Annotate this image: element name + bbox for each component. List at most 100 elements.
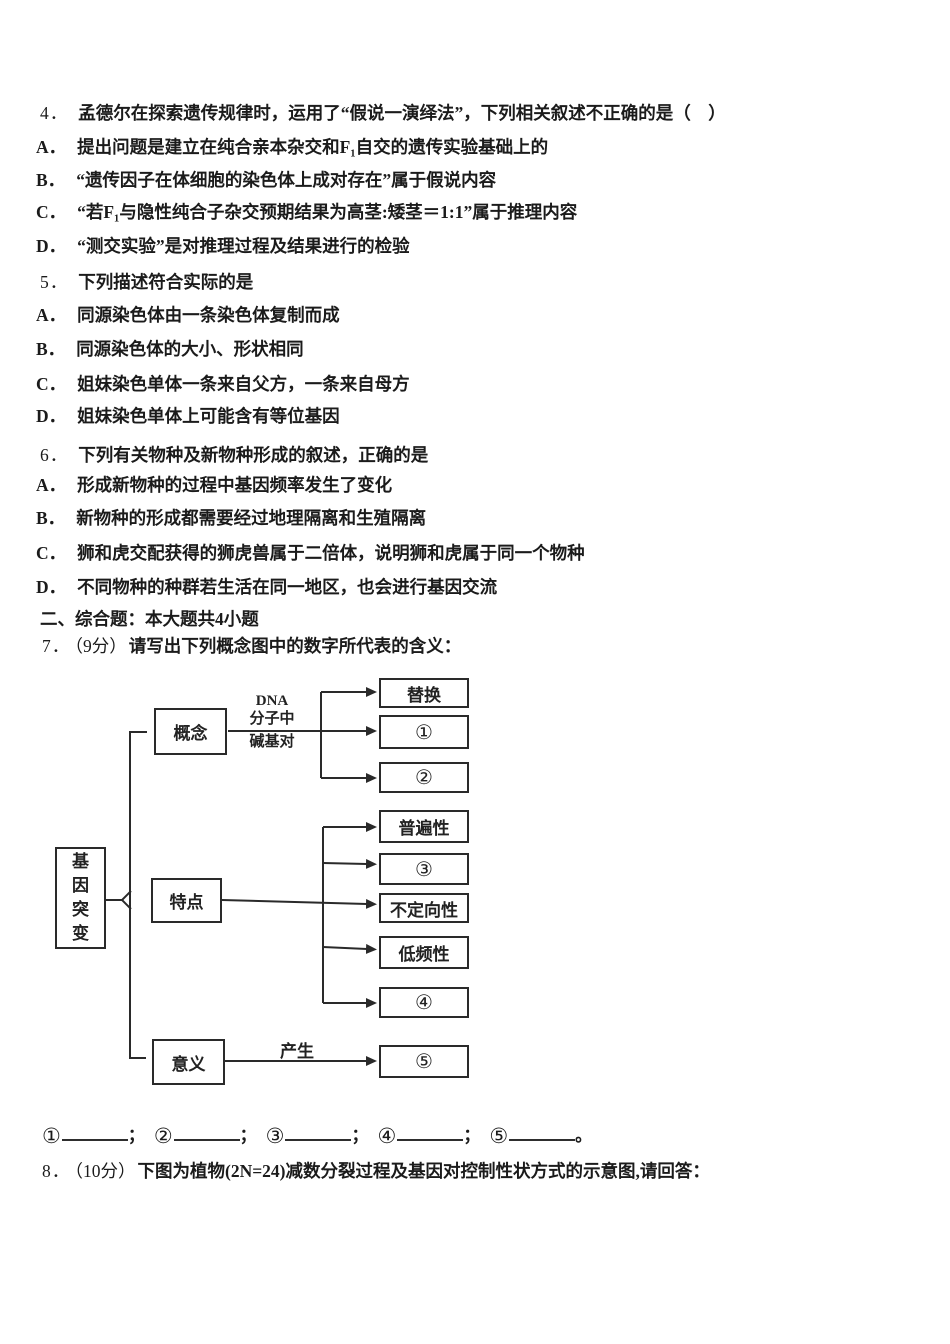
- arrow-to-lowfrequency: [322, 943, 377, 954]
- question-7-score: （9分）: [74, 636, 127, 656]
- separator: 。: [575, 1126, 593, 1145]
- leaf-4-label: ④: [415, 992, 433, 1014]
- option-label: B．: [36, 508, 66, 528]
- leaf-5-label: ⑤: [415, 1051, 433, 1073]
- leaf-substitution-label: 替换: [407, 685, 441, 705]
- question-8-stem-line: 8．（10分）下图为植物(2N=24)减数分裂过程及基因对控制性状方式的示意图,…: [42, 1160, 710, 1182]
- blank-2-number: ②: [153, 1124, 173, 1148]
- question-5-option-b: B． 同源染色体的大小、形状相同: [36, 338, 304, 360]
- produce-edge-label: 产生: [280, 1042, 314, 1061]
- option-text: 提出问题是建立在纯合亲本杂交和F₁自交的遗传实验基础上的: [77, 137, 549, 157]
- option-text: 新物种的形成都需要经过地理隔离和生殖隔离: [76, 508, 427, 528]
- leaf-nondirectional-box: 不定向性: [379, 893, 469, 923]
- separator: ；: [239, 1126, 257, 1145]
- option-text: 狮和虎交配获得的狮虎兽属于二倍体，说明狮和虎属于同一个物种: [77, 543, 585, 563]
- question-5-option-a: A． 同源染色体由一条染色体复制而成: [36, 304, 340, 326]
- question-4-stem-line: 4．孟德尔在探索遗传规律时，运用了“假说一演绎法”，下列相关叙述不正确的是（ ）: [40, 102, 726, 124]
- question-5-stem: 下列描述符合实际的是: [78, 272, 254, 292]
- option-label: A．: [36, 475, 67, 495]
- option-text: 姐妹染色单体上可能含有等位基因: [77, 406, 340, 426]
- question-6-option-b: B． 新物种的形成都需要经过地理隔离和生殖隔离: [36, 507, 426, 529]
- question-4-option-c: C． “若F₁与隐性纯合子杂交预期结果为高茎:矮茎＝1:1”属于推理内容: [36, 201, 577, 223]
- question-8-score: （10分）: [74, 1161, 136, 1181]
- dna-edge-label: DNA 分子中 碱基对: [240, 692, 304, 751]
- option-label: D．: [36, 236, 67, 256]
- option-text: “测交实验”是对推理过程及结果进行的检验: [77, 236, 410, 256]
- blank-2-underline: [173, 1124, 240, 1141]
- option-text: “遗传因子在体细胞的染色体上成对存在”属于假说内容: [76, 170, 497, 190]
- leaf-2-box: ②: [379, 762, 469, 793]
- separator: ；: [463, 1126, 481, 1145]
- section-header: 二、综合题：本大题共4小题: [40, 608, 259, 630]
- question-5-option-c: C． 姐妹染色单体一条来自父方，一条来自母方: [36, 373, 410, 395]
- blank-group-4: ④；: [377, 1124, 489, 1148]
- leaf-lowfrequency-box: 低频性: [379, 936, 469, 969]
- blank-group-2: ②；: [153, 1124, 266, 1148]
- blank-1-underline: [61, 1124, 128, 1141]
- blank-4-number: ④: [377, 1124, 397, 1148]
- leaf-3-label: ③: [415, 858, 433, 881]
- dna-edge-label-line1: DNA: [255, 693, 289, 709]
- question-8-stem: 下图为植物(2N=24)减数分裂过程及基因对控制性状方式的示意图,请回答：: [137, 1161, 710, 1181]
- leaf-lowfrequency-label: 低频性: [398, 945, 450, 964]
- option-label: C．: [36, 374, 67, 394]
- leaf-1-box: ①: [379, 715, 469, 749]
- question-7-number: 7．: [42, 636, 71, 656]
- blank-5-number: ⑤: [489, 1124, 509, 1148]
- question-6-stem: 下列有关物种及新物种形成的叙述，正确的是: [78, 445, 429, 465]
- question-4-option-d: D． “测交实验”是对推理过程及结果进行的检验: [36, 235, 410, 257]
- features-main-arrow: [221, 898, 377, 909]
- question-4-option-a: A． 提出问题是建立在纯合亲本杂交和F₁自交的遗传实验基础上的: [36, 136, 548, 158]
- option-label: B．: [36, 339, 66, 359]
- option-label: C．: [36, 202, 67, 222]
- question-7-stem: 请写出下列概念图中的数字所代表的含义：: [128, 636, 462, 656]
- option-label: A．: [36, 137, 67, 157]
- answer-blanks-line: ①；②；③；④；⑤。: [42, 1121, 601, 1149]
- blank-1-number: ①: [42, 1124, 61, 1148]
- dna-edge-label-line2: 分子中: [249, 711, 295, 727]
- question-6-stem-line: 6． 下列有关物种及新物种形成的叙述，正确的是: [40, 444, 428, 466]
- blank-group-3: ③；: [265, 1124, 378, 1148]
- dna-edge-label-line3: 碱基对: [249, 734, 295, 750]
- leaf-2-label: ②: [415, 767, 433, 789]
- blank-5-underline: [509, 1124, 576, 1141]
- option-label: D．: [36, 577, 67, 597]
- leaf-substitution-box: 替换: [379, 678, 469, 708]
- question-6-number: 6．: [40, 445, 69, 465]
- brace-point: [120, 890, 132, 910]
- brace-line: [129, 731, 147, 1059]
- question-5-number: 5．: [40, 272, 69, 292]
- option-text: 不同物种的种群若生活在同一地区，也会进行基因交流: [77, 577, 498, 597]
- leaf-1-label: ①: [415, 721, 433, 744]
- question-8-number: 8．: [42, 1161, 71, 1181]
- blank-group-5: ⑤。: [489, 1124, 601, 1148]
- diagram-root-label: 基因突变: [72, 852, 89, 943]
- option-text: 同源染色体的大小、形状相同: [76, 339, 304, 359]
- leaf-3-box: ③: [379, 853, 469, 885]
- question-6-option-a: A．形成新物种的过程中基因频率发生了变化: [36, 474, 392, 496]
- option-label: D．: [36, 406, 67, 426]
- question-6-option-c: C．狮和虎交配获得的狮虎兽属于二倍体，说明狮和虎属于同一个物种: [36, 542, 585, 564]
- leaf-5-box: ⑤: [379, 1045, 469, 1078]
- blank-3-number: ③: [265, 1124, 285, 1148]
- section-header-text: 二、综合题：本大题共4小题: [40, 609, 259, 629]
- question-4-option-b: B．“遗传因子在体细胞的染色体上成对存在”属于假说内容: [36, 169, 496, 191]
- option-label: A．: [36, 305, 67, 325]
- leaf-universality-box: 普遍性: [379, 810, 469, 843]
- blank-group-1: ①；: [42, 1124, 154, 1148]
- diagram-concept-box: 概念: [154, 708, 227, 755]
- diagram-meaning-label: 意义: [171, 1054, 206, 1074]
- question-6-option-d: D． 不同物种的种群若生活在同一地区，也会进行基因交流: [36, 576, 497, 598]
- option-text: “若F₁与隐性纯合子杂交预期结果为高茎:矮茎＝1:1”属于推理内容: [77, 202, 578, 222]
- question-5-stem-line: 5． 下列描述符合实际的是: [40, 271, 253, 293]
- blank-4-underline: [397, 1124, 464, 1141]
- diagram-meaning-box: 意义: [152, 1039, 225, 1085]
- question-4-stem: 孟德尔在探索遗传规律时，运用了“假说一演绎法”，下列相关叙述不正确的是（ ）: [78, 103, 726, 123]
- arrow-to-leaf-3: [322, 858, 377, 869]
- question-7-stem-line: 7．（9分）请写出下列概念图中的数字所代表的含义：: [42, 635, 461, 657]
- option-text: 姐妹染色单体一条来自父方，一条来自母方: [77, 374, 410, 394]
- separator: ；: [351, 1126, 369, 1145]
- diagram-features-label: 特点: [169, 893, 204, 912]
- option-text: 同源染色体由一条染色体复制而成: [77, 305, 340, 325]
